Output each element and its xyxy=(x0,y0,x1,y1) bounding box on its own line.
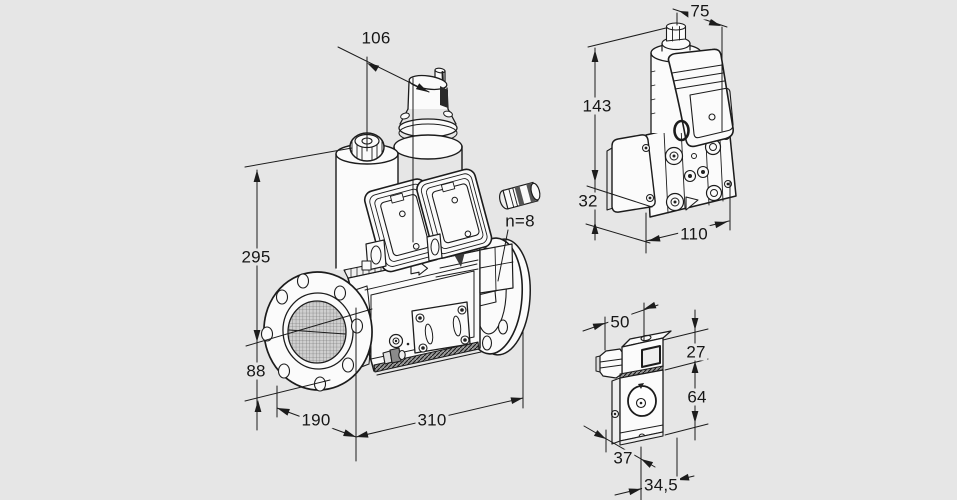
bracket-slot xyxy=(370,245,382,265)
dim-32-label: 32 xyxy=(576,191,600,211)
bracket-foot xyxy=(361,260,372,271)
dim-88-label: 88 xyxy=(244,361,268,381)
dim-64-label: 64 xyxy=(685,387,709,407)
switch-view xyxy=(582,301,709,500)
switch-connector-box xyxy=(621,330,672,377)
flange-holes-leader xyxy=(497,229,509,282)
hydraulic-brake-unit xyxy=(393,67,463,206)
control-plate xyxy=(411,301,471,354)
dim-143-label: 143 xyxy=(580,96,614,116)
dim-190-label: 190 xyxy=(299,410,333,430)
dim-310-label: 310 xyxy=(415,410,449,430)
cover-clamp xyxy=(426,233,443,262)
dim-106-label: 106 xyxy=(359,28,393,48)
sight-hole xyxy=(673,119,690,142)
clamp-slot xyxy=(430,238,440,256)
dim-27-label: 27 xyxy=(684,342,708,362)
dim-295-label: 295 xyxy=(239,247,273,267)
test-point xyxy=(382,333,410,365)
inlet-flange xyxy=(260,271,373,392)
side-flange-cube xyxy=(606,134,656,213)
flange-holes-label: n=8 xyxy=(503,211,537,231)
switch-body xyxy=(610,369,664,446)
dim-75-label: 75 xyxy=(688,1,712,21)
switch-dimension-arrows xyxy=(592,301,699,496)
main-dimension-arrows xyxy=(253,63,523,438)
dim-37-label: 37 xyxy=(611,448,635,468)
main-view xyxy=(244,46,541,462)
dim-34-5-label: 34,5 xyxy=(642,475,680,495)
dim-110-label: 110 xyxy=(678,224,710,244)
adjustment-dial xyxy=(627,385,657,417)
side-actuator-cover xyxy=(667,48,734,148)
dim-50-label: 50 xyxy=(608,312,632,332)
side-view xyxy=(585,8,737,254)
side-dimension-arrows xyxy=(591,11,727,242)
cable-gland xyxy=(499,181,541,210)
switch-cable-gland xyxy=(595,348,623,379)
